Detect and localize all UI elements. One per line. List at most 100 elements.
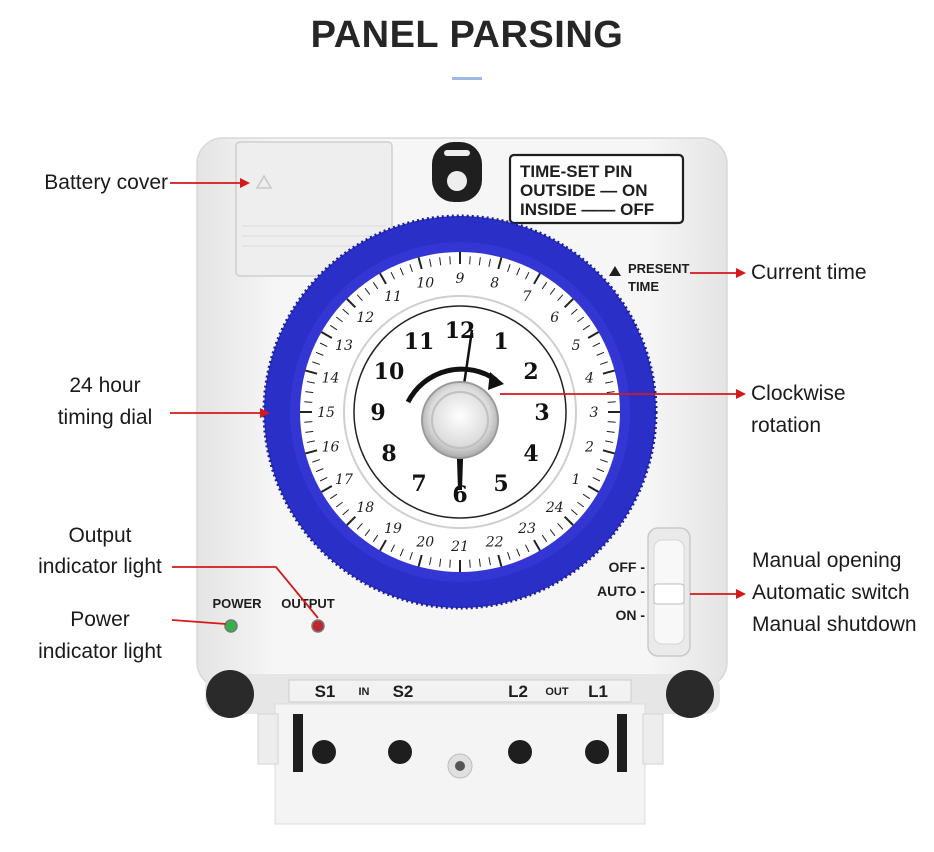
dial-segment-tick bbox=[605, 381, 614, 384]
dial-inner-number: 1 bbox=[493, 329, 508, 355]
dial-segment-tick bbox=[335, 316, 343, 323]
dial-segment-tick bbox=[563, 298, 574, 309]
callout-manual-shutdown: Manual shutdown bbox=[752, 613, 917, 636]
dial-outer-number: 21 bbox=[450, 539, 469, 555]
dial-segment-tick bbox=[364, 287, 371, 295]
dial-segment-tick bbox=[390, 271, 395, 280]
dial-outer-number: 2 bbox=[584, 440, 594, 456]
dial-segment-tick bbox=[469, 256, 471, 265]
dial-outer-number: 17 bbox=[335, 472, 353, 488]
dial-segment-tick bbox=[507, 551, 511, 560]
dial-inner-number: 11 bbox=[404, 329, 435, 355]
dial-segment-tick bbox=[592, 342, 601, 347]
dial-outer-number: 23 bbox=[517, 521, 536, 537]
dial-segment-tick bbox=[399, 267, 404, 276]
dial-segment-tick bbox=[356, 294, 363, 302]
dial-segment-tick bbox=[596, 351, 605, 356]
dial-segment-tick bbox=[516, 267, 521, 276]
dial-outer-number: 14 bbox=[322, 370, 340, 386]
dial-segment-tick bbox=[439, 257, 442, 266]
dial-inner-number: 8 bbox=[381, 441, 396, 467]
dial-outer-number: 11 bbox=[384, 289, 402, 305]
callout-power-light-line1: Power bbox=[70, 608, 130, 631]
dial-segment-tick bbox=[417, 257, 423, 270]
dial-outer-number: 8 bbox=[490, 276, 499, 292]
callout-output-light-line1: Output bbox=[68, 524, 132, 547]
dial-outer-number: 13 bbox=[335, 338, 353, 354]
time-set-pin-line1: TIME-SET PIN bbox=[520, 162, 632, 181]
dial-outer-number: 19 bbox=[384, 521, 402, 537]
callout-current-time: Current time bbox=[751, 261, 867, 284]
battery-cover bbox=[235, 141, 393, 277]
dial-segment-tick bbox=[409, 264, 413, 273]
dial-inner-number: 7 bbox=[411, 471, 426, 497]
dial-outer-number: 10 bbox=[416, 276, 434, 292]
dial-segment-tick bbox=[330, 324, 338, 331]
dial-segment-tick bbox=[606, 430, 615, 433]
dial-segment-tick bbox=[372, 534, 379, 542]
dial-segment-tick bbox=[346, 515, 357, 526]
present-time-line2: TIME bbox=[628, 279, 659, 294]
dial-outer-number: 5 bbox=[572, 338, 581, 354]
time-set-pin-box: TIME-SET PIN OUTSIDE — ON INSIDE —— OFF bbox=[508, 153, 685, 225]
dial-segment-tick bbox=[305, 369, 318, 375]
dial-segment-tick bbox=[429, 557, 432, 566]
callout-clockwise-line2: rotation bbox=[751, 414, 822, 437]
callout-battery-cover: Battery cover bbox=[44, 171, 168, 194]
mounting-hole bbox=[432, 142, 482, 202]
terminal-out: OUT bbox=[545, 686, 569, 698]
dial-segment-tick bbox=[449, 559, 451, 568]
callout-manual-opening: Manual opening bbox=[752, 549, 902, 572]
dial-inner-number: 5 bbox=[493, 471, 508, 497]
dial-segment-tick bbox=[305, 449, 318, 455]
power-indicator-label: POWER bbox=[212, 596, 262, 611]
dial-outer-number: 18 bbox=[356, 500, 374, 516]
dial-center-knob bbox=[421, 381, 499, 459]
time-set-pin-line2: OUTSIDE — ON bbox=[520, 181, 648, 200]
switch-label-on: ON - bbox=[615, 607, 645, 623]
switch-label-auto: AUTO - bbox=[597, 583, 645, 599]
dial-inner-number: 10 bbox=[374, 359, 405, 385]
dial-segment-tick bbox=[330, 493, 338, 500]
power-led bbox=[224, 619, 238, 633]
title-underline bbox=[452, 77, 482, 80]
dial-segment-tick bbox=[577, 316, 585, 323]
dial-segment-tick bbox=[602, 449, 615, 455]
dial-segment-tick bbox=[449, 256, 451, 265]
dial-segment-tick bbox=[541, 534, 548, 542]
callout-line-output bbox=[172, 566, 319, 619]
dial-segment-tick bbox=[346, 298, 357, 309]
dial-segment-tick bbox=[372, 282, 379, 290]
dial-segment-tick bbox=[570, 308, 578, 315]
dial-outer-number: 1 bbox=[572, 472, 581, 488]
terminal-s2: S2 bbox=[393, 682, 414, 701]
dial-inner-number: 4 bbox=[523, 441, 538, 467]
time-set-pin-line3: INSIDE —— OFF bbox=[520, 200, 654, 219]
callout-line-power bbox=[171, 619, 227, 625]
dial-segment-tick bbox=[497, 257, 503, 270]
dial-segment-tick bbox=[469, 559, 471, 568]
callout-timing-dial-line1: 24 hour bbox=[69, 374, 141, 397]
terminal-l2: L2 bbox=[508, 682, 528, 701]
dial-segment-tick bbox=[596, 468, 605, 473]
dial-segment-tick bbox=[390, 544, 395, 553]
dial-segment-tick bbox=[429, 258, 432, 267]
dial-segment-tick bbox=[335, 501, 343, 508]
dial-segment-tick bbox=[557, 522, 564, 530]
dial-outer-number: 9 bbox=[456, 271, 465, 287]
dial-segment-tick bbox=[599, 361, 608, 365]
dial-segment-tick bbox=[488, 557, 491, 566]
callout-power-light-line2: indicator light bbox=[38, 640, 162, 663]
dial-outer-number: 4 bbox=[584, 370, 594, 386]
dial-segment-tick bbox=[342, 308, 350, 315]
dial-inner-number: 6 bbox=[452, 482, 467, 508]
dial-segment-tick bbox=[582, 493, 590, 500]
dial-segment-tick bbox=[312, 361, 321, 365]
terminal-in: IN bbox=[359, 686, 370, 698]
output-led bbox=[311, 619, 325, 633]
dial-segment-tick bbox=[516, 548, 521, 557]
